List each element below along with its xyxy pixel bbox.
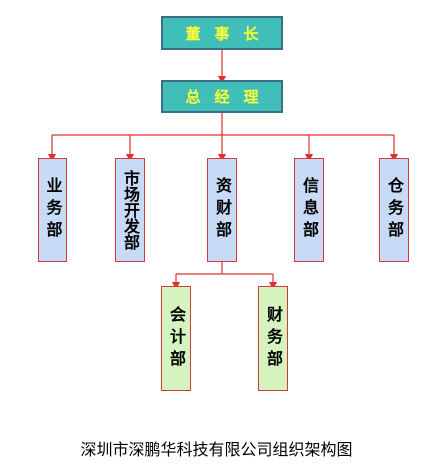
dept-business-box: 业务部 [38, 158, 67, 262]
sub-accounting-box: 会计部 [161, 286, 191, 391]
diagram-caption: 深圳市深鹏华科技有限公司组织架构图 [80, 440, 353, 459]
ceo-label: 董事长 [185, 24, 273, 43]
dept-market-dev-label: 市场开发部 [121, 170, 140, 250]
dept-market-dev-box: 市场开发部 [115, 158, 145, 262]
dept-business-label: 业务部 [43, 177, 63, 243]
dept-warehouse-box: 仓务部 [379, 158, 409, 262]
dept-information-label: 信息部 [300, 177, 319, 243]
general-manager-box: 总经理 [161, 80, 283, 113]
general-manager-label: 总经理 [185, 88, 273, 106]
sub-finance-box: 财务部 [258, 286, 288, 391]
sub-accounting-label: 会计部 [167, 305, 186, 372]
sub-finance-label: 财务部 [264, 305, 283, 372]
dept-warehouse-label: 仓务部 [385, 177, 404, 243]
ceo-box: 董事长 [161, 16, 283, 50]
dept-assets-finance-label: 资财部 [213, 177, 232, 243]
dept-assets-finance-box: 资财部 [207, 158, 237, 262]
dept-information-box: 信息部 [294, 158, 324, 262]
